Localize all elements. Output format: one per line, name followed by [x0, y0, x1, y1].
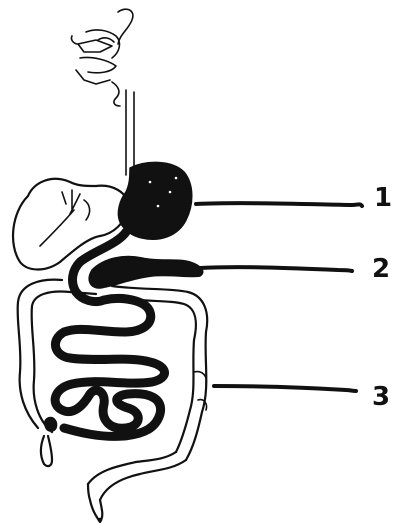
- pointer-line-1: [196, 203, 362, 206]
- liver: [13, 179, 128, 270]
- small-intestine: [55, 299, 164, 437]
- stomach: [118, 162, 191, 239]
- esophagus: [126, 90, 134, 175]
- appendix: [41, 418, 57, 466]
- label-3: 3: [372, 382, 390, 412]
- pointer-line-3: [214, 386, 356, 391]
- pointer-line-2: [200, 267, 352, 271]
- rectum: [98, 518, 102, 522]
- label-2: 2: [372, 254, 390, 284]
- head-outline: [71, 9, 132, 106]
- pancreas: [89, 257, 203, 289]
- label-1: 1: [374, 183, 392, 213]
